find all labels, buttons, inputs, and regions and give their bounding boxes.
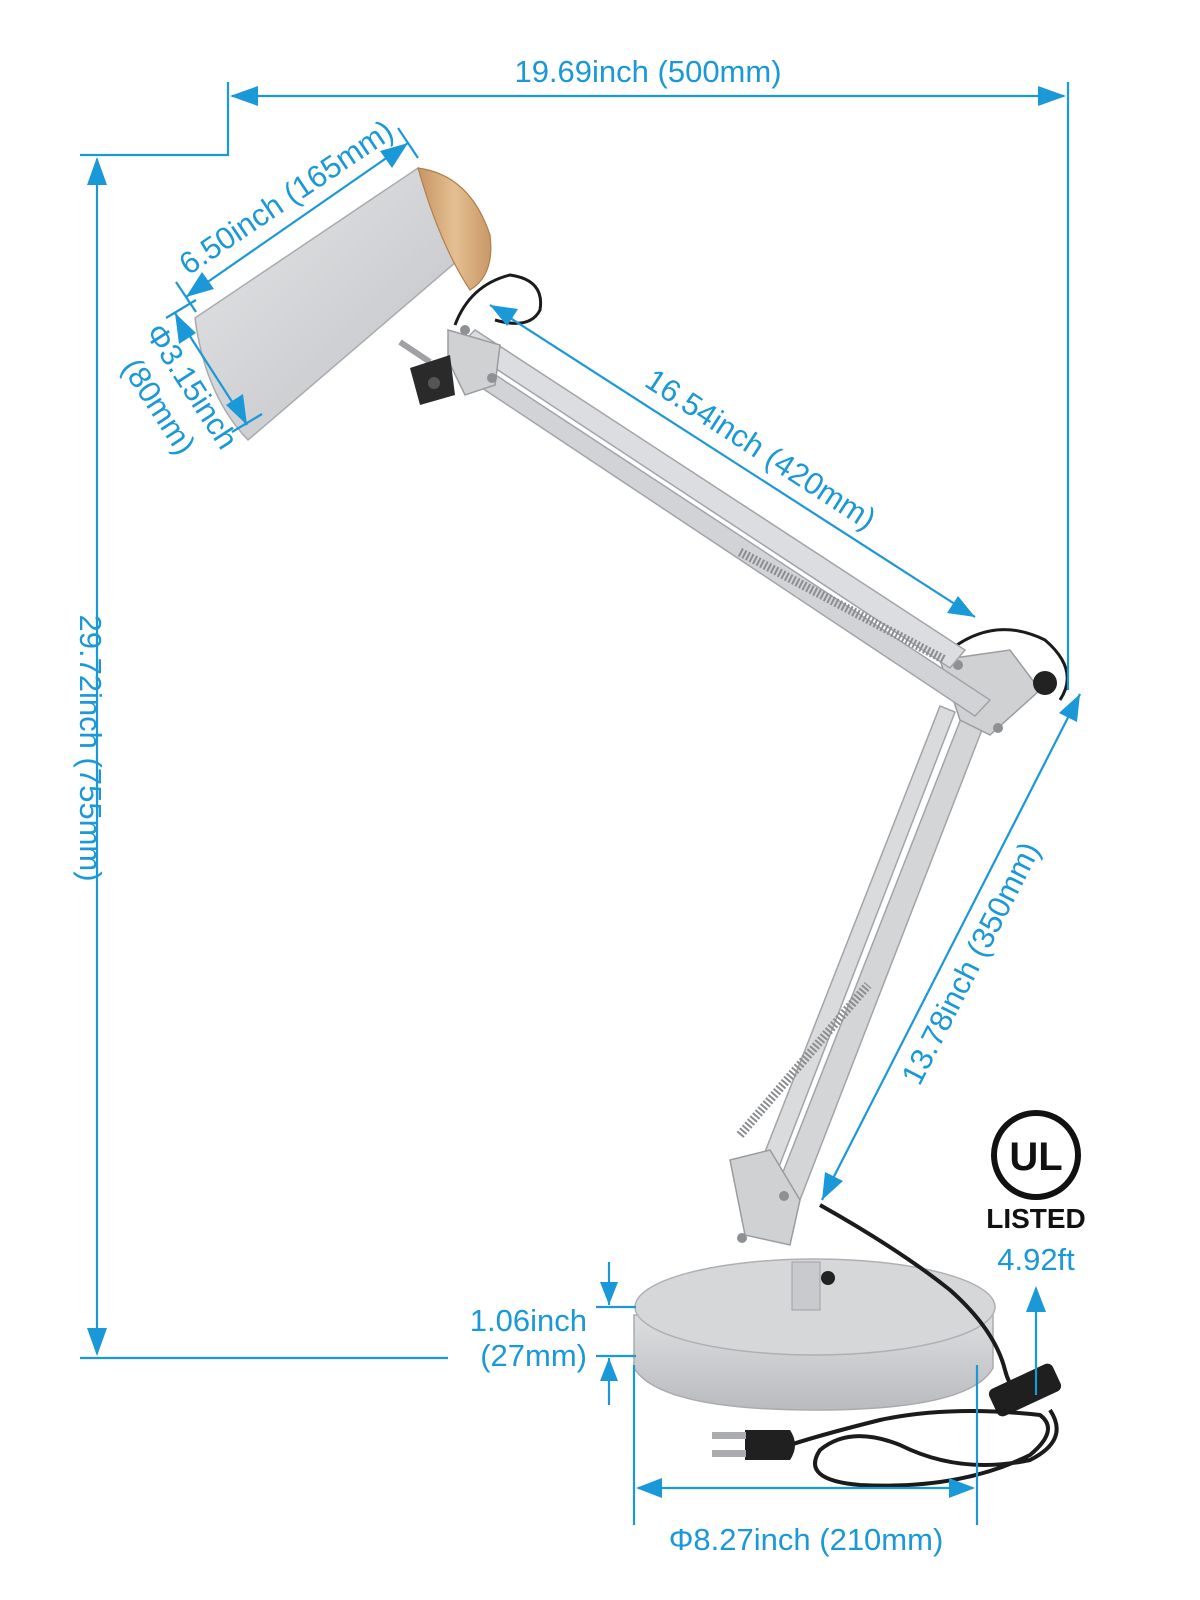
dimension-lines: [80, 82, 1081, 1525]
ul-logo-letters: UL: [1009, 1135, 1062, 1179]
base-height-label-line1: 1.06inch: [470, 1303, 587, 1338]
cord-length-dimension: [1026, 1286, 1046, 1395]
cord-length-label: 4.92ft: [997, 1242, 1075, 1277]
lamp-shade: [194, 166, 543, 442]
overall-height-dimension: [80, 157, 448, 1360]
lamp-base: [633, 1258, 996, 1411]
shade-length-dimension: [175, 127, 419, 313]
overall-width-label: 19.69inch (500mm): [514, 54, 781, 89]
base-diameter-dimension: [632, 1365, 979, 1525]
base-height-label-line2: (27mm): [480, 1338, 587, 1373]
listed-label: LISTED: [986, 1203, 1086, 1234]
upper-arm: [447, 325, 992, 717]
power-plug: [712, 1430, 795, 1460]
shade-diameter-dimension: [165, 299, 263, 433]
ul-listed-mark: UL LISTED: [986, 1110, 1086, 1234]
lower-arm: [729, 705, 987, 1246]
base-diameter-label: Φ8.27inch (210mm): [669, 1522, 944, 1557]
lower-arm-dimension: [821, 693, 1081, 1201]
power-cord: [712, 1203, 1062, 1488]
ul-logo-icon: [991, 1110, 1081, 1200]
overall-height-label: 29.72inch (755mm): [73, 614, 108, 881]
inline-switch: [988, 1363, 1062, 1417]
lamp-illustration: [194, 166, 1069, 1488]
upper-arm-dimension: [489, 304, 976, 618]
base-height-dimension: [596, 1262, 636, 1405]
overall-width-dimension: [80, 82, 1070, 690]
